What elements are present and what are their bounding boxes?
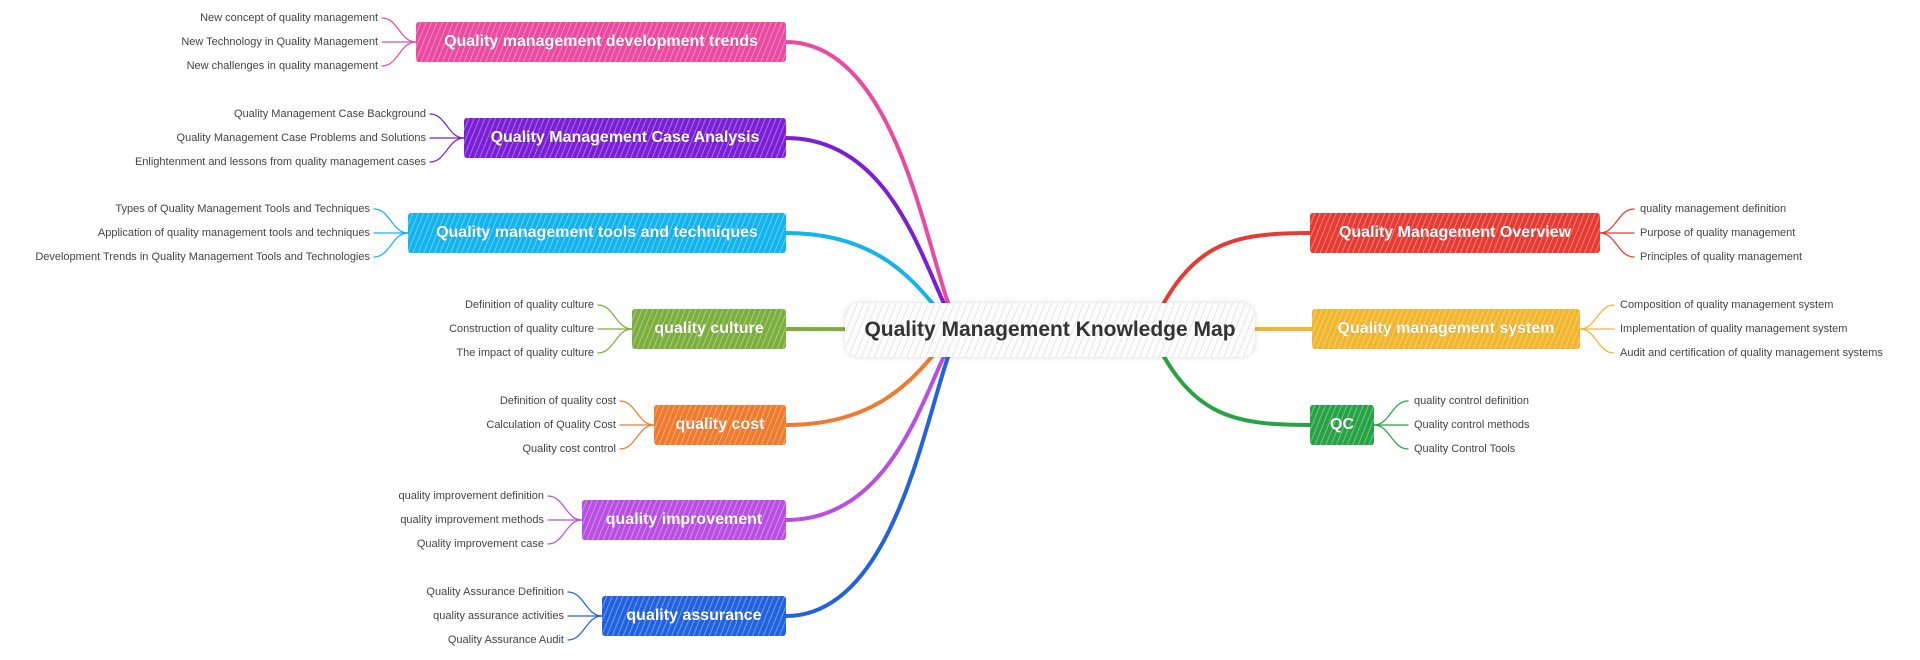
subtopic-label[interactable]: Quality Control Tools (1414, 443, 1516, 455)
subtopic-label[interactable]: Quality Assurance Definition (426, 586, 564, 598)
subtopic-connector (619, 400, 655, 426)
branch-topic-right-label: Quality Management Overview (1338, 224, 1572, 241)
branch-topic-left[interactable]: quality improvement (582, 500, 786, 540)
subtopic-connector (597, 304, 633, 330)
subtopic-label[interactable]: Definition of quality cost (499, 395, 616, 407)
subtopic-label[interactable]: quality improvement definition (398, 490, 544, 502)
central-topic-label: Quality Management Knowledge Map (864, 318, 1236, 341)
subtopic-label[interactable]: Composition of quality management system (1620, 299, 1834, 311)
branch-topic-right[interactable]: Quality management system (1312, 309, 1580, 349)
subtopic-label[interactable]: Implementation of quality management sys… (1620, 323, 1848, 335)
subtopic-label[interactable]: Quality Management Case Problems and Sol… (176, 132, 426, 144)
central-topic[interactable]: Quality Management Knowledge Map (845, 303, 1255, 357)
subtopic-connector (547, 519, 583, 545)
subtopic-label[interactable]: Principles of quality management (1640, 251, 1803, 263)
subtopic-label[interactable]: Quality Assurance Audit (447, 634, 564, 646)
subtopic-label[interactable]: Quality cost control (522, 443, 616, 455)
branch-topic-left-label: quality culture (654, 320, 764, 337)
subtopic-connector (1579, 328, 1615, 354)
subtopic-connector (429, 113, 465, 139)
branch-connector (1148, 231, 1312, 332)
subtopic-connector (567, 591, 603, 617)
branch-connector (784, 328, 962, 618)
branch-topic-left-label: quality improvement (605, 511, 763, 528)
branch-topic-right[interactable]: QC (1310, 405, 1374, 445)
subtopic-label[interactable]: quality improvement methods (400, 514, 544, 526)
branch-topic-left[interactable]: quality cost (654, 405, 786, 445)
subtopic-label[interactable]: quality management definition (1640, 203, 1787, 215)
subtopic-connector (1599, 208, 1635, 234)
subtopic-label[interactable]: Calculation of Quality Cost (486, 419, 616, 431)
subtopic-connector (567, 615, 603, 641)
branch-topic-left[interactable]: Quality management tools and techniques (408, 213, 786, 253)
branch-topic-left[interactable]: Quality Management Case Analysis (464, 118, 786, 158)
subtopic-label[interactable]: Purpose of quality management (1640, 227, 1796, 239)
subtopic-connector (1579, 304, 1615, 330)
branch-topic-left-label: Quality management development trends (444, 33, 758, 50)
subtopic-connector (381, 17, 417, 43)
branch-topic-left-label: quality assurance (626, 607, 762, 624)
subtopic-label[interactable]: Quality Management Case Background (234, 108, 426, 120)
subtopic-label[interactable]: Construction of quality culture (449, 323, 594, 335)
branch-topic-left-label: Quality management tools and techniques (436, 224, 758, 241)
subtopic-label[interactable]: Application of quality management tools … (97, 227, 370, 239)
subtopic-connector (597, 328, 633, 354)
subtopic-connector (619, 424, 655, 450)
subtopic-connector (373, 208, 409, 234)
branch-topic-left-label: Quality Management Case Analysis (490, 129, 760, 146)
subtopic-label[interactable]: Types of Quality Management Tools and Te… (115, 203, 370, 215)
branch-topic-left[interactable]: quality assurance (602, 596, 786, 636)
subtopic-label[interactable]: New concept of quality management (200, 12, 378, 24)
subtopic-connector (1373, 400, 1409, 426)
subtopic-connector (381, 41, 417, 67)
branch-topic-right-label: Quality management system (1337, 320, 1555, 337)
subtopic-connector (1599, 232, 1635, 258)
subtopic-label[interactable]: The impact of quality culture (456, 347, 594, 359)
subtopic-label[interactable]: Quality improvement case (416, 538, 544, 550)
subtopic-connector (547, 495, 583, 521)
subtopic-label[interactable]: Quality control methods (1414, 419, 1530, 431)
branch-topic-right-label: QC (1330, 416, 1354, 433)
branch-topic-left-label: quality cost (675, 416, 765, 433)
subtopic-connector (373, 232, 409, 258)
subtopic-label[interactable]: New Technology in Quality Management (181, 36, 378, 48)
branch-connector (1148, 328, 1312, 427)
branch-topic-right[interactable]: Quality Management Overview (1310, 213, 1600, 253)
subtopic-label[interactable]: quality assurance activities (433, 610, 564, 622)
subtopic-label[interactable]: Audit and certification of quality manag… (1620, 347, 1883, 359)
subtopic-connector (1373, 424, 1409, 450)
subtopic-label[interactable]: Enlightenment and lessons from quality m… (134, 156, 426, 168)
branch-connector (784, 40, 962, 332)
subtopic-label[interactable]: Definition of quality culture (464, 299, 594, 311)
branch-topic-left[interactable]: quality culture (632, 309, 786, 349)
subtopic-label[interactable]: quality control definition (1414, 395, 1529, 407)
subtopic-connector (429, 137, 465, 163)
subtopic-label[interactable]: New challenges in quality management (186, 60, 378, 72)
subtopic-label[interactable]: Development Trends in Quality Management… (35, 251, 370, 263)
branch-topic-left[interactable]: Quality management development trends (416, 22, 786, 62)
